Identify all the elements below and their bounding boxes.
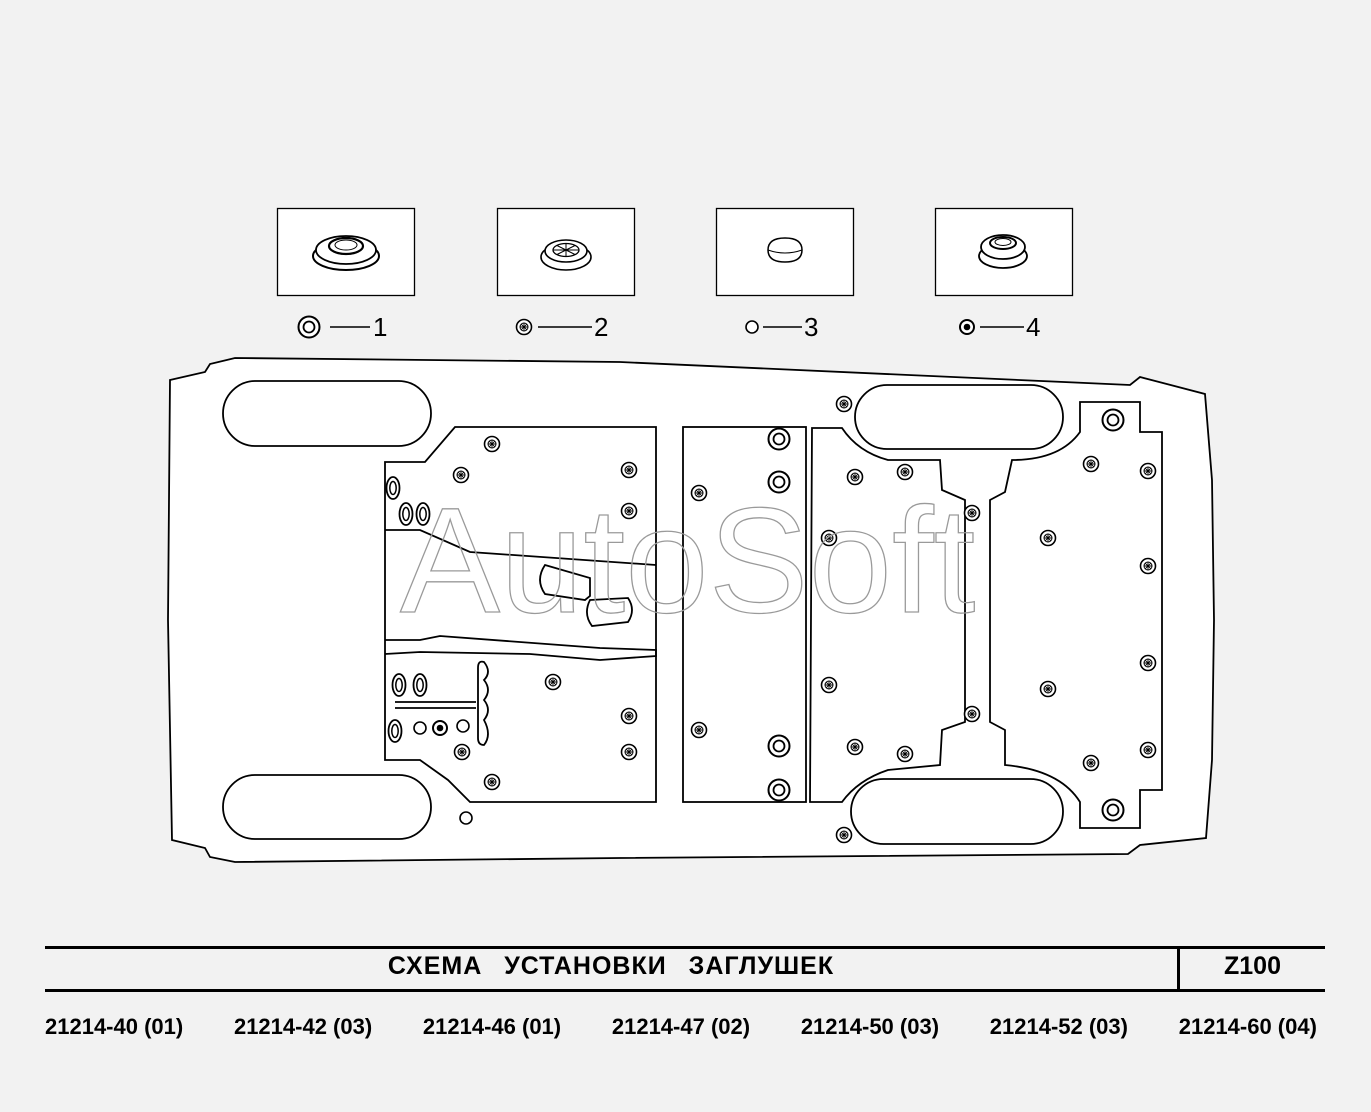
diagram-title: СХЕМА УСТАНОВКИ ЗАГЛУШЕК: [387, 952, 835, 980]
legend-box-4: [934, 207, 1074, 297]
legend-box-1: [276, 207, 416, 297]
filled-ring-plug-icon: [959, 319, 975, 335]
model-item: 21214-50 (03): [800, 1014, 940, 1039]
spoke-plug-icon: [515, 318, 533, 336]
model-item: 21214-42 (03): [233, 1014, 373, 1039]
legend-item-4: 4: [959, 312, 1040, 342]
title-block-divider: [1177, 946, 1180, 992]
watermark-logo: AutoSoft: [400, 476, 975, 644]
legend-number-3: 3: [804, 312, 818, 342]
legend-box-2: [496, 207, 636, 297]
legend-number-2: 2: [594, 312, 608, 342]
model-item: 21214-47 (02): [611, 1014, 751, 1039]
diagram-code: Z100: [1224, 952, 1281, 980]
model-item: 21214-40 (01): [45, 1014, 184, 1039]
double-ring-plug-icon: [297, 315, 321, 339]
legend-item-3: 3: [745, 312, 818, 342]
model-list: 21214-40 (01) 21214-42 (03) 21214-46 (01…: [45, 1014, 1317, 1040]
model-item: 21214-46 (01): [422, 1014, 562, 1039]
legend-item-2: 2: [515, 312, 608, 342]
legend-item-1: 1: [297, 312, 387, 342]
title-block-top-rule: [45, 946, 1325, 949]
model-item: 21214-52 (03): [989, 1014, 1128, 1039]
plugs-type-4: [432, 720, 448, 736]
legend-number-4: 4: [1026, 312, 1040, 342]
small-round-plug-icon: [745, 320, 759, 334]
legend-number-1: 1: [373, 312, 387, 342]
model-item: 21214-60 (04): [1178, 1014, 1317, 1039]
title-block-bottom-rule: [45, 989, 1325, 992]
legend-box-3: [715, 207, 855, 297]
